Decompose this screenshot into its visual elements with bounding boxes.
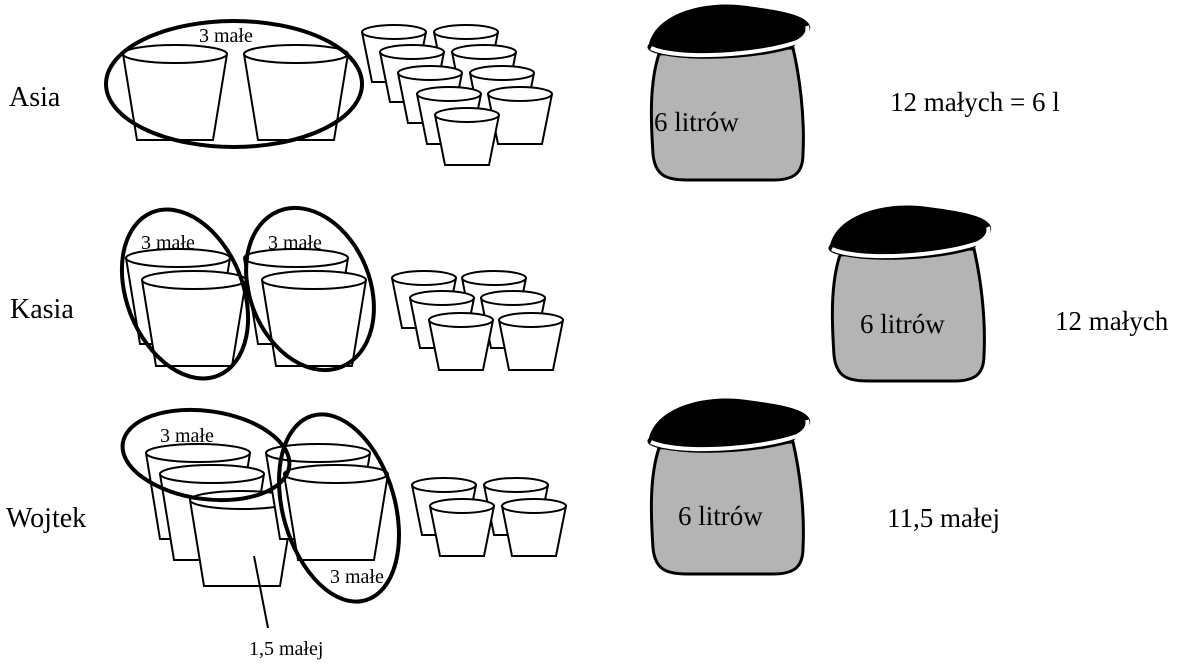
row-name: Wojtek — [6, 503, 86, 534]
row-wojtek: Wojtek 3 małe 3 małe 1,5 małej 6 litrów … — [6, 396, 1000, 660]
group-oval — [277, 412, 401, 604]
row-name: Asia — [9, 82, 61, 113]
small-cups-pile — [411, 477, 567, 557]
bag-icon — [645, 396, 813, 576]
group-label: 3 małe — [199, 25, 253, 47]
pointer-line — [253, 555, 269, 629]
group-label: 3 małe — [160, 425, 214, 447]
result-text: 12 małych = 6 l — [890, 87, 1060, 117]
group-label: 3 małe — [268, 232, 322, 254]
group-label: 3 małe — [141, 232, 195, 254]
result-text: 11,5 małej — [887, 503, 1000, 533]
pointer-label: 1,5 małej — [249, 638, 323, 660]
row-name: Kasia — [10, 294, 74, 325]
group-oval — [119, 207, 251, 381]
big-cups-group-left — [125, 248, 247, 367]
group-oval — [244, 205, 376, 373]
bag-label: 6 litrów — [860, 309, 945, 339]
bag-icon — [826, 203, 994, 383]
row-asia: Asia 3 małe 6 litrów 12 małych = 6 l — [9, 2, 1060, 183]
result-text: 12 małych — [1055, 306, 1169, 336]
group-label: 3 małe — [330, 566, 384, 588]
bag-icon — [645, 2, 813, 183]
small-cups-pile — [361, 24, 553, 166]
big-cups-group-right — [243, 248, 367, 367]
small-cups-pile — [391, 270, 564, 371]
group-oval — [120, 407, 292, 503]
bag-label: 6 litrów — [654, 107, 739, 137]
row-kasia: Kasia 3 małe 3 małe 6 litrów 12 małych — [10, 203, 1169, 383]
group-oval — [104, 19, 364, 149]
bag-label: 6 litrów — [678, 501, 763, 531]
